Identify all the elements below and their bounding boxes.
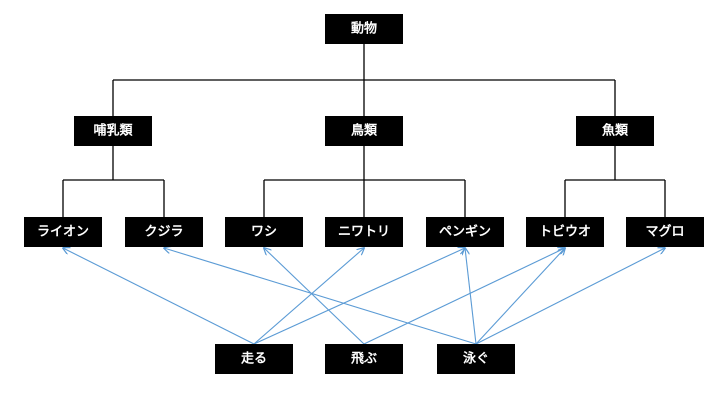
action-label-fly: 飛ぶ xyxy=(350,352,377,367)
action-arrow xyxy=(264,248,365,345)
category-label-birds: 鳥類 xyxy=(351,123,378,139)
animal-node-box xyxy=(125,217,203,247)
root-node-box xyxy=(325,14,403,44)
action-node-box xyxy=(215,344,293,374)
root-node: 動物 xyxy=(325,14,403,44)
category-node: 哺乳類 xyxy=(74,116,152,146)
action-arrow xyxy=(253,248,465,345)
action-arrow xyxy=(475,248,565,345)
action-node: 泳ぐ xyxy=(437,344,515,374)
animal-node-box xyxy=(325,217,403,247)
animal-node-box xyxy=(225,217,303,247)
animal-node: ライオン xyxy=(24,217,102,247)
category-label-fish: 魚類 xyxy=(602,123,629,139)
animal-node: ペンギン xyxy=(426,217,504,247)
action-arrow xyxy=(475,248,665,345)
animal-label-eagle: ワシ xyxy=(251,225,277,240)
category-node: 鳥類 xyxy=(325,116,403,146)
animal-node-box xyxy=(426,217,504,247)
animal-node: ワシ xyxy=(225,217,303,247)
action-arrow xyxy=(63,248,255,345)
animal-node: マグロ xyxy=(626,217,704,247)
animal-node-box xyxy=(526,217,604,247)
category-node-box xyxy=(74,116,152,146)
category-node-box xyxy=(576,116,654,146)
action-arrows xyxy=(63,248,665,345)
animal-label-penguin: ペンギン xyxy=(439,224,491,240)
animal-label-tuna: マグロ xyxy=(645,224,684,240)
animal-node: ニワトリ xyxy=(325,217,403,247)
action-node-box xyxy=(437,344,515,374)
category-label-mammals: 哺乳類 xyxy=(93,123,133,139)
animal-label-chicken: ニワトリ xyxy=(338,225,390,240)
root-node-label: 動物 xyxy=(351,21,377,37)
tree-connectors xyxy=(62,44,666,217)
action-arrow xyxy=(363,248,565,345)
animal-node: トビウオ xyxy=(526,217,604,247)
animal-label-flying-fish: トビウオ xyxy=(539,224,591,240)
action-arrow xyxy=(465,248,477,345)
animal-label-whale: クジラ xyxy=(144,225,183,240)
category-node-box xyxy=(325,116,403,146)
action-label-run: 走る xyxy=(241,351,267,367)
animal-node-box xyxy=(626,217,704,247)
action-node: 走る xyxy=(215,344,293,374)
action-arrow xyxy=(164,248,477,345)
animal-node: クジラ xyxy=(125,217,203,247)
action-node-box xyxy=(325,344,403,374)
animal-node-box xyxy=(24,217,102,247)
animal-label-lion: ライオン xyxy=(37,225,89,240)
category-node: 魚類 xyxy=(576,116,654,146)
action-arrow xyxy=(253,248,364,345)
action-label-swim: 泳ぐ xyxy=(463,351,489,367)
action-node: 飛ぶ xyxy=(325,344,403,374)
